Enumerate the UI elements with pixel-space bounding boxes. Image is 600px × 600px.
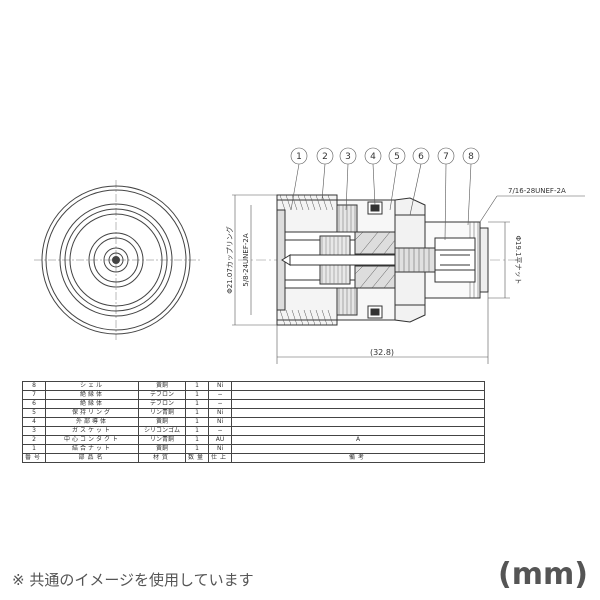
cell-name: 中心コンタクト bbox=[45, 435, 140, 445]
header-no: 番号 bbox=[21, 453, 47, 463]
cell-no: 2 bbox=[21, 435, 47, 445]
part-balloons: 1 2 3 4 5 6 7 bbox=[290, 147, 480, 241]
cell-no: 5 bbox=[21, 408, 47, 418]
front-view bbox=[34, 180, 200, 340]
svg-text:1: 1 bbox=[296, 152, 302, 162]
cell-remarks: A bbox=[231, 435, 485, 445]
balloon-3: 3 bbox=[339, 147, 357, 211]
svg-text:2: 2 bbox=[322, 152, 328, 162]
svg-text:7: 7 bbox=[443, 152, 449, 162]
cell-qty: 1 bbox=[185, 408, 210, 418]
cell-name: シェル bbox=[45, 381, 140, 391]
cell-finish: Ni bbox=[208, 408, 233, 418]
cell-qty: 1 bbox=[185, 417, 210, 427]
cell-no: 7 bbox=[21, 390, 47, 400]
section-view bbox=[238, 194, 520, 326]
dimension-lines bbox=[232, 194, 585, 364]
footer-note: ※ 共通のイメージを使用しています bbox=[12, 571, 254, 589]
cell-remarks bbox=[231, 381, 485, 391]
cell-name: 絶縁体 bbox=[45, 390, 140, 400]
balloon-5: 5 bbox=[388, 147, 406, 211]
cell-remarks bbox=[231, 390, 485, 400]
cell-finish: − bbox=[208, 426, 233, 436]
table-header-row: 番号部品名材質数量仕上備考 bbox=[21, 453, 485, 463]
cell-material: 黄銅 bbox=[138, 444, 187, 454]
cell-finish: Ni bbox=[208, 444, 233, 454]
svg-text:6: 6 bbox=[418, 152, 424, 162]
header-material: 材質 bbox=[138, 453, 187, 463]
balloon-4: 4 bbox=[364, 147, 382, 206]
cell-remarks bbox=[231, 408, 485, 418]
cell-qty: 1 bbox=[185, 381, 210, 391]
cell-name: 結合ナット bbox=[45, 444, 140, 454]
cell-no: 6 bbox=[21, 399, 47, 409]
cell-remarks bbox=[231, 399, 485, 409]
dim-thread-right: 7/16-28UNEF-2A bbox=[508, 187, 566, 195]
cell-material: シリコンゴム bbox=[138, 426, 187, 436]
balloon-6: 6 bbox=[409, 147, 430, 216]
cell-name: 外部導体 bbox=[45, 417, 140, 427]
header-finish: 仕上 bbox=[208, 453, 233, 463]
dim-thread-left: 5/8-24UNEF-2A bbox=[242, 233, 250, 286]
cell-finish: AU bbox=[208, 435, 233, 445]
cell-remarks bbox=[231, 426, 485, 436]
cell-name: 保持リング bbox=[45, 408, 140, 418]
balloon-2: 2 bbox=[316, 147, 334, 201]
cell-no: 1 bbox=[21, 444, 47, 454]
unit-label: (mm) bbox=[498, 557, 588, 592]
svg-text:8: 8 bbox=[468, 152, 474, 162]
cell-remarks bbox=[231, 444, 485, 454]
header-qty: 数量 bbox=[185, 453, 210, 463]
cell-no: 3 bbox=[21, 426, 47, 436]
header-remarks: 備考 bbox=[231, 453, 485, 463]
cell-material: リン青銅 bbox=[138, 435, 187, 445]
svg-text:3: 3 bbox=[345, 152, 351, 162]
svg-text:5: 5 bbox=[394, 152, 400, 162]
cell-qty: 1 bbox=[185, 435, 210, 445]
cell-no: 4 bbox=[21, 417, 47, 427]
cell-material: テフロン bbox=[138, 399, 187, 409]
dim-dia-right: Φ19.1平ナット bbox=[514, 235, 522, 284]
cell-finish: Ni bbox=[208, 417, 233, 427]
cell-material: テフロン bbox=[138, 390, 187, 400]
cell-no: 8 bbox=[21, 381, 47, 391]
balloon-1: 1 bbox=[290, 147, 308, 211]
cell-qty: 1 bbox=[185, 426, 210, 436]
cell-qty: 1 bbox=[185, 399, 210, 409]
dim-dia-left: Φ21.07カップリング bbox=[225, 226, 234, 294]
balloon-8: 8 bbox=[462, 147, 480, 226]
header-name: 部品名 bbox=[45, 453, 140, 463]
cell-material: 黄銅 bbox=[138, 381, 187, 391]
cell-material: 黄銅 bbox=[138, 417, 187, 427]
cell-remarks bbox=[231, 417, 485, 427]
cell-name: ガスケット bbox=[45, 426, 140, 436]
cell-qty: 1 bbox=[185, 390, 210, 400]
cell-finish: Ni bbox=[208, 381, 233, 391]
cell-finish: − bbox=[208, 399, 233, 409]
dim-length: (32.8) bbox=[370, 348, 394, 357]
cell-qty: 1 bbox=[185, 444, 210, 454]
cell-material: リン青銅 bbox=[138, 408, 187, 418]
cell-name: 絶縁体 bbox=[45, 399, 140, 409]
balloon-7: 7 bbox=[437, 147, 455, 241]
cell-finish: − bbox=[208, 390, 233, 400]
svg-text:4: 4 bbox=[370, 152, 376, 162]
